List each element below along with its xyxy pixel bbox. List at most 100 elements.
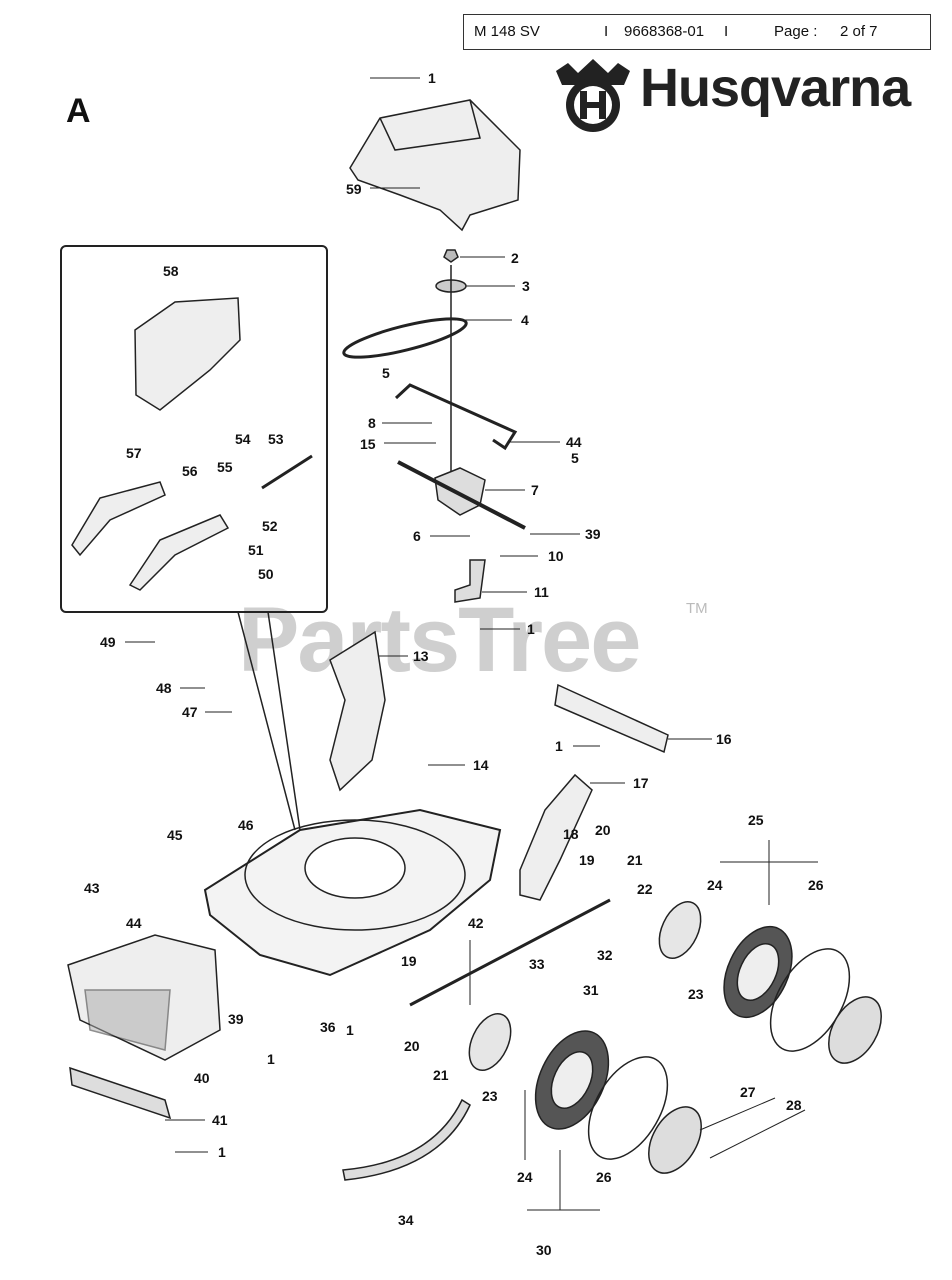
callout: 23 [482,1088,498,1104]
callout: 45 [167,827,183,843]
callout: 54 [235,431,251,447]
callout: 55 [217,459,233,475]
inset-frame [60,245,328,613]
callout: 18 [563,826,579,842]
separator: I [724,23,729,40]
page-label: Page : [774,23,818,40]
callout: 42 [468,915,484,931]
rear-flap-16 [554,683,669,754]
callout: 56 [182,463,198,479]
callout: 51 [248,542,264,558]
callout: 1 [527,621,535,637]
bracket-11 [454,559,486,603]
callout: 49 [100,634,116,650]
callout: 4 [521,312,529,328]
nut-part [443,249,459,263]
husqvarna-logo: Husqvarna [548,55,938,133]
separator: I [604,23,609,40]
callout: 52 [262,518,278,534]
callout: 24 [707,877,723,893]
callout: 3 [522,278,530,294]
callout: 27 [740,1084,756,1100]
callout: 19 [579,852,595,868]
rear-axle-42 [409,898,611,1007]
callout: 43 [84,880,100,896]
handle-bracket-right [519,773,593,901]
callout: 30 [536,1242,552,1258]
inset-pointer [237,611,296,831]
page-value: 2 of 7 [840,23,878,40]
callout: 24 [517,1169,533,1185]
callout: 47 [182,704,198,720]
callout: 2 [511,250,519,266]
tire-ring [587,1056,669,1160]
callout: 46 [238,817,254,833]
callout: 53 [268,431,284,447]
callout: 44 [126,915,142,931]
watermark: PartsTree [238,589,641,691]
callout: 1 [218,1144,226,1160]
callout: 19 [401,953,417,969]
callout: 11 [534,584,549,600]
callout: 48 [156,680,172,696]
gearbox-part [434,467,486,516]
handle-cover-57 [71,481,166,557]
callout: 40 [194,1070,210,1086]
callout: 39 [585,526,601,542]
v-belt-part [342,317,468,359]
callout: 21 [433,1067,449,1083]
title-block: M 148 SV I 9668368-01 I Page : 2 of 7 [463,14,931,50]
callout: 1 [267,1051,275,1067]
callout: 59 [346,181,362,197]
callout: 57 [126,445,142,461]
callout: 26 [808,877,824,893]
rear-wheel-large [723,925,793,1019]
handle-bracket-left [329,630,386,792]
crown-emblem-icon [556,59,630,132]
shift-bracket [394,383,518,451]
callout: 50 [258,566,274,582]
model-name: M 148 SV [474,23,540,40]
callout: 26 [596,1169,612,1185]
rod-53 [261,454,313,490]
callout: 20 [404,1038,420,1054]
callout: 58 [163,263,179,279]
hubcap-front [648,1106,702,1174]
callout: 5 [571,450,579,466]
callout: 44 [566,434,582,450]
handle-cover-52 [128,514,230,591]
callout: 1 [346,1022,354,1038]
callout: 14 [473,757,489,773]
callout: 33 [529,956,545,972]
section-letter: A [66,92,91,130]
callout: 21 [627,852,643,868]
callout: 20 [595,822,611,838]
callout: 5 [382,365,390,381]
callout: 1 [555,738,563,754]
callout: 36 [320,1019,336,1035]
callout: 16 [716,731,732,747]
skid-plate-41 [69,1066,172,1120]
callout: 8 [368,415,376,431]
inset-pointer [267,611,301,831]
callout: 31 [583,982,599,998]
callout: 17 [633,775,649,791]
callout: 41 [212,1112,228,1128]
drive-gear-21b [468,1013,512,1071]
rubber-strip-34 [342,1098,471,1181]
callout: 13 [413,648,429,664]
callout: 1 [428,70,436,86]
callout: 7 [531,482,539,498]
drive-gear-21 [658,901,702,959]
callout: 28 [786,1097,802,1113]
callout: 25 [748,812,764,828]
hubcap-27 [828,996,882,1064]
callout: 10 [548,548,564,564]
callout: 32 [597,947,613,963]
drive-axle [397,460,526,530]
callout: 23 [688,986,704,1002]
brand-name: Husqvarna [640,58,911,118]
callout: 34 [398,1212,414,1228]
trademark-mark: TM [686,600,708,617]
